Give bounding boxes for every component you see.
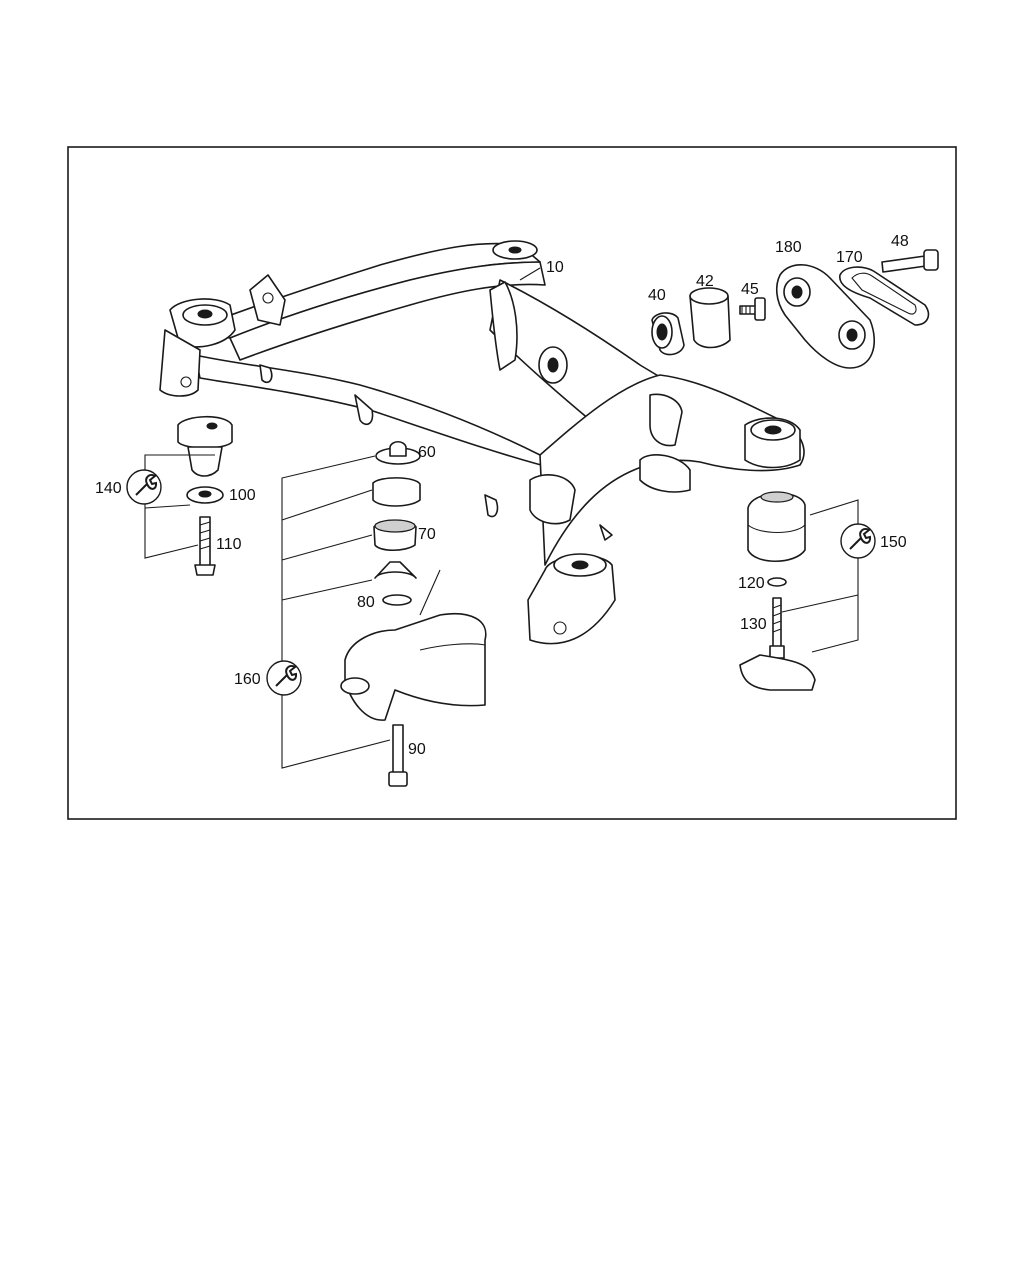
part-180-mount-plate bbox=[775, 264, 875, 369]
part-70-damper bbox=[373, 519, 417, 552]
part-80-cone bbox=[374, 561, 417, 606]
callout-100: 100 bbox=[229, 487, 256, 504]
callout-110: 110 bbox=[216, 536, 242, 553]
part-60-bushing bbox=[372, 477, 421, 507]
callout-60: 60 bbox=[418, 444, 436, 461]
callout-80: 80 bbox=[357, 594, 375, 611]
callout-180: 180 bbox=[775, 239, 802, 256]
callout-45: 45 bbox=[741, 281, 759, 298]
wrench-icon bbox=[840, 523, 876, 559]
part-150-bracket bbox=[739, 654, 816, 691]
subframe-crossmember bbox=[159, 240, 805, 645]
part-170-bracket bbox=[839, 266, 930, 326]
callout-70: 70 bbox=[418, 526, 436, 543]
callout-140: 140 bbox=[95, 480, 122, 497]
wrench-icon bbox=[266, 660, 302, 696]
callout-40: 40 bbox=[648, 287, 666, 304]
part-150-rubber-mount bbox=[747, 491, 806, 562]
callout-90: 90 bbox=[408, 741, 426, 758]
callout-120: 120 bbox=[738, 575, 765, 592]
part-120-washer bbox=[767, 577, 787, 587]
part-90-bolt bbox=[388, 724, 408, 787]
leader-150 bbox=[781, 499, 859, 653]
callout-150: 150 bbox=[880, 534, 907, 551]
part-100-washer bbox=[186, 486, 224, 504]
part-48-bolt bbox=[881, 249, 939, 273]
leader-10 bbox=[519, 267, 541, 281]
leader-160 bbox=[281, 455, 391, 769]
callout-42: 42 bbox=[696, 273, 714, 290]
part-130-bolt bbox=[769, 597, 785, 659]
callout-160: 160 bbox=[234, 671, 261, 688]
callout-170: 170 bbox=[836, 249, 863, 266]
wrench-icon bbox=[126, 469, 162, 505]
callout-130: 130 bbox=[740, 616, 767, 633]
part-42-sleeve bbox=[689, 287, 731, 349]
part-60-cap bbox=[375, 440, 421, 465]
knuckle-assembly bbox=[340, 569, 487, 721]
part-140-rubber-mount bbox=[177, 415, 233, 477]
callout-10: 10 bbox=[546, 259, 564, 276]
diagram-frame bbox=[67, 146, 957, 820]
part-40-bushing bbox=[651, 312, 685, 356]
part-45-bolt bbox=[739, 297, 766, 321]
callout-48: 48 bbox=[891, 233, 909, 250]
leader-140 bbox=[144, 454, 215, 559]
part-110-bolt bbox=[194, 516, 216, 576]
